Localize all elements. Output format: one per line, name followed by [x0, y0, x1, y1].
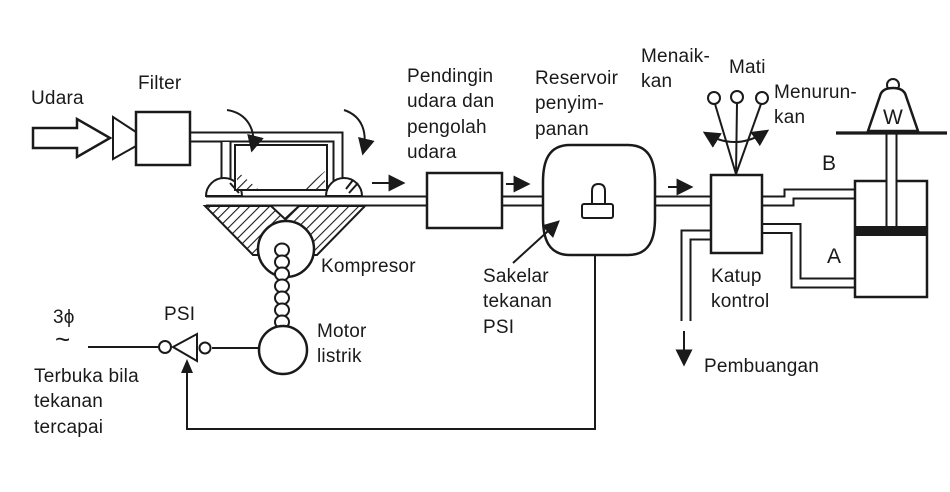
label-kompresor: Kompresor [321, 256, 416, 277]
pipe-network [190, 131, 856, 326]
label-menaikkan: Menaik- kan [641, 46, 710, 93]
label-pembuangan: Pembuangan [704, 356, 820, 377]
intake-curved-arrow-left [226, 109, 264, 153]
lever-swing-arrow [702, 129, 770, 148]
cooler-box [425, 171, 504, 230]
filter-box [134, 110, 192, 167]
pressure-feedback-line [181, 255, 596, 430]
label-weight-w: W [883, 106, 904, 129]
control-valve-box [709, 173, 764, 255]
cylinder-head-dome-right [324, 177, 364, 197]
label-motor-listrik: Motor listrik [317, 321, 367, 368]
label-filter: Filter [138, 73, 182, 94]
psi-switch-symbol [88, 332, 258, 363]
piston-rod-channel [887, 134, 896, 226]
label-ac-tilde: ~ [55, 324, 71, 354]
pressure-switch-icon [581, 182, 614, 219]
actuator-cylinder [853, 133, 929, 299]
air-inlet-arrow [31, 116, 113, 160]
label-tiga-fasa: 3ϕ [53, 307, 75, 328]
label-katup-kontrol: Katup kontrol [711, 266, 770, 313]
piston [856, 226, 926, 236]
intake-curved-arrow-right [343, 109, 375, 156]
label-port-b: B [822, 152, 837, 175]
label-menurunkan: Menurun- kan [774, 82, 857, 129]
label-port-a: A [827, 245, 842, 268]
sakelar-pointer-arrow [512, 220, 560, 264]
label-reservoir: Reservoir penyim- panan [535, 68, 619, 140]
weight-bell [866, 78, 920, 133]
label-udara: Udara [31, 88, 84, 109]
valve-lever-assembly [702, 90, 770, 175]
intake-funnel [112, 115, 137, 161]
electric-motor-circle [257, 324, 309, 376]
flow-arrows [226, 109, 694, 196]
label-mati: Mati [729, 57, 766, 78]
label-sakelar: Sakelar tekanan PSI [483, 266, 553, 338]
label-terbuka: Terbuka bila tekanan tercapai [34, 366, 139, 438]
contact-circle-right [198, 341, 212, 355]
drive-coupling-chain [274, 242, 290, 330]
switch-triangle [170, 332, 198, 363]
feedback-arrowhead [181, 359, 193, 373]
label-pendingin: Pendingin udara dan pengolah udara [407, 66, 495, 163]
compressor-intake-chamber [234, 144, 328, 191]
contact-circle-left [158, 340, 172, 354]
label-psi: PSI [164, 304, 196, 325]
